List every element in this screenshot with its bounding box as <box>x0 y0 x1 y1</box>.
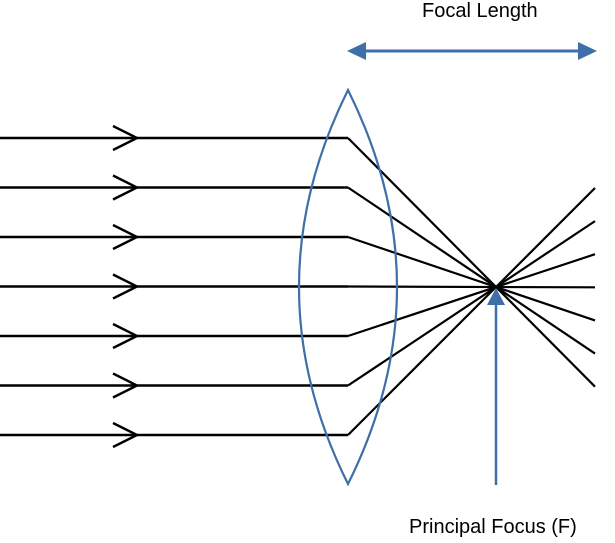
focal-length-arrow <box>347 42 597 60</box>
ray-direction-arrow-icon <box>112 174 140 201</box>
focal-length-arrowhead-left <box>347 42 366 60</box>
refracted-ray <box>347 285 596 289</box>
ray-direction-arrow-icon <box>112 322 140 350</box>
ray-direction-arrow-icon <box>112 372 140 399</box>
convex-lens <box>298 87 398 487</box>
ray-direction-arrow-icon <box>112 124 140 152</box>
refracted-ray <box>347 220 596 387</box>
refracted-ray <box>347 253 596 338</box>
refracted-ray <box>347 235 596 322</box>
ray-direction-arrow-icon <box>112 273 140 300</box>
refracted-ray <box>347 186 596 355</box>
ray-direction-arrow-icon <box>112 223 140 251</box>
principal-focus-label: Principal Focus (F) <box>409 516 577 538</box>
focal-length-arrowhead-right <box>578 42 597 60</box>
ray-direction-arrow-icon <box>112 421 140 449</box>
principal-focus-pointer <box>487 288 505 485</box>
refracted-ray <box>347 137 596 388</box>
light-rays <box>0 124 596 449</box>
principal-focus-arrowhead <box>487 288 505 305</box>
focal-length-label: Focal Length <box>422 0 538 22</box>
refracted-ray <box>347 187 596 436</box>
